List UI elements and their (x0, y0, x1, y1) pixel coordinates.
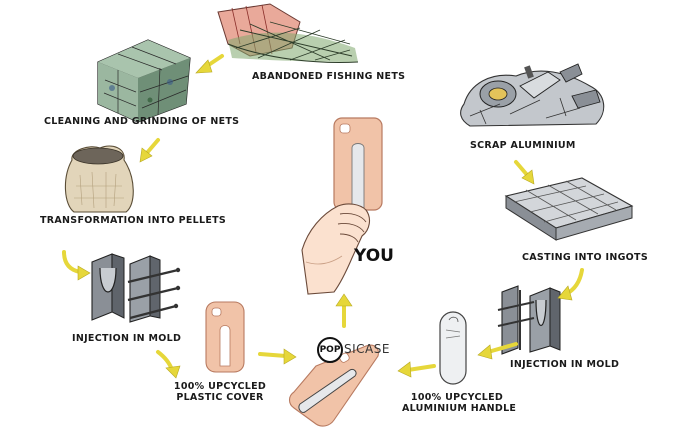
popsicase-logo-text: SICASE (344, 342, 390, 356)
label-aluminium-handle: 100% UPCYCLED ALUMINIUM HANDLE (402, 392, 517, 414)
assembled-case-icon (288, 344, 379, 427)
label-injection-mold-left: INJECTION IN MOLD (72, 333, 182, 344)
arrow-nets-to-cube (195, 54, 224, 74)
label-plastic-cover: 100% UPCYCLED PLASTIC COVER (172, 381, 268, 403)
arrow-mold-to-handle (477, 342, 518, 360)
label-plastic-cover-line2: PLASTIC COVER (176, 392, 264, 403)
label-aluminium-handle-line1: 100% UPCYCLED (410, 392, 504, 403)
aluminium-handle-icon (439, 311, 467, 385)
label-cleaning-grinding: CLEANING AND GRINDING OF NETS (44, 116, 240, 127)
hand-with-phone-icon (301, 117, 383, 295)
label-plastic-cover-line1: 100% UPCYCLED (173, 381, 267, 392)
label-transformation-pellets: TRANSFORMATION INTO PELLETS (40, 215, 227, 226)
arrow-handle-to-case (397, 361, 436, 378)
arrow-sack-to-mold (62, 250, 91, 281)
arrow-case-to-hand (335, 293, 353, 328)
left-mold-icon (91, 253, 181, 323)
plastic-cover-icon (205, 301, 245, 373)
label-scrap-aluminium: SCRAP ALUMINIUM (470, 140, 576, 151)
popsicase-logo-pop: POP (319, 345, 341, 355)
label-abandoned-fishing-nets: ABANDONED FISHING NETS (252, 71, 406, 82)
fishing-nets-icon (217, 3, 359, 64)
popsicase-logo-badge: POP (317, 337, 343, 363)
net-cube-icon (97, 39, 191, 123)
arrow-cover-to-case (258, 348, 297, 365)
arrow-ingots-to-mold (557, 268, 584, 301)
arrow-scrap-to-ingots (514, 160, 535, 185)
arrow-mold-to-cover (156, 350, 181, 379)
ingots-icon (504, 177, 634, 241)
pellet-sack-icon (64, 145, 134, 213)
label-injection-mold-right: INJECTION IN MOLD (510, 359, 620, 370)
arrow-cube-to-sack (139, 138, 160, 163)
label-casting-ingots: CASTING INTO INGOTS (522, 252, 648, 263)
right-mold-icon (497, 285, 561, 355)
scrap-aluminium-icon (460, 63, 605, 127)
label-you: YOU (354, 246, 394, 266)
label-aluminium-handle-line2: ALUMINIUM HANDLE (402, 403, 517, 414)
